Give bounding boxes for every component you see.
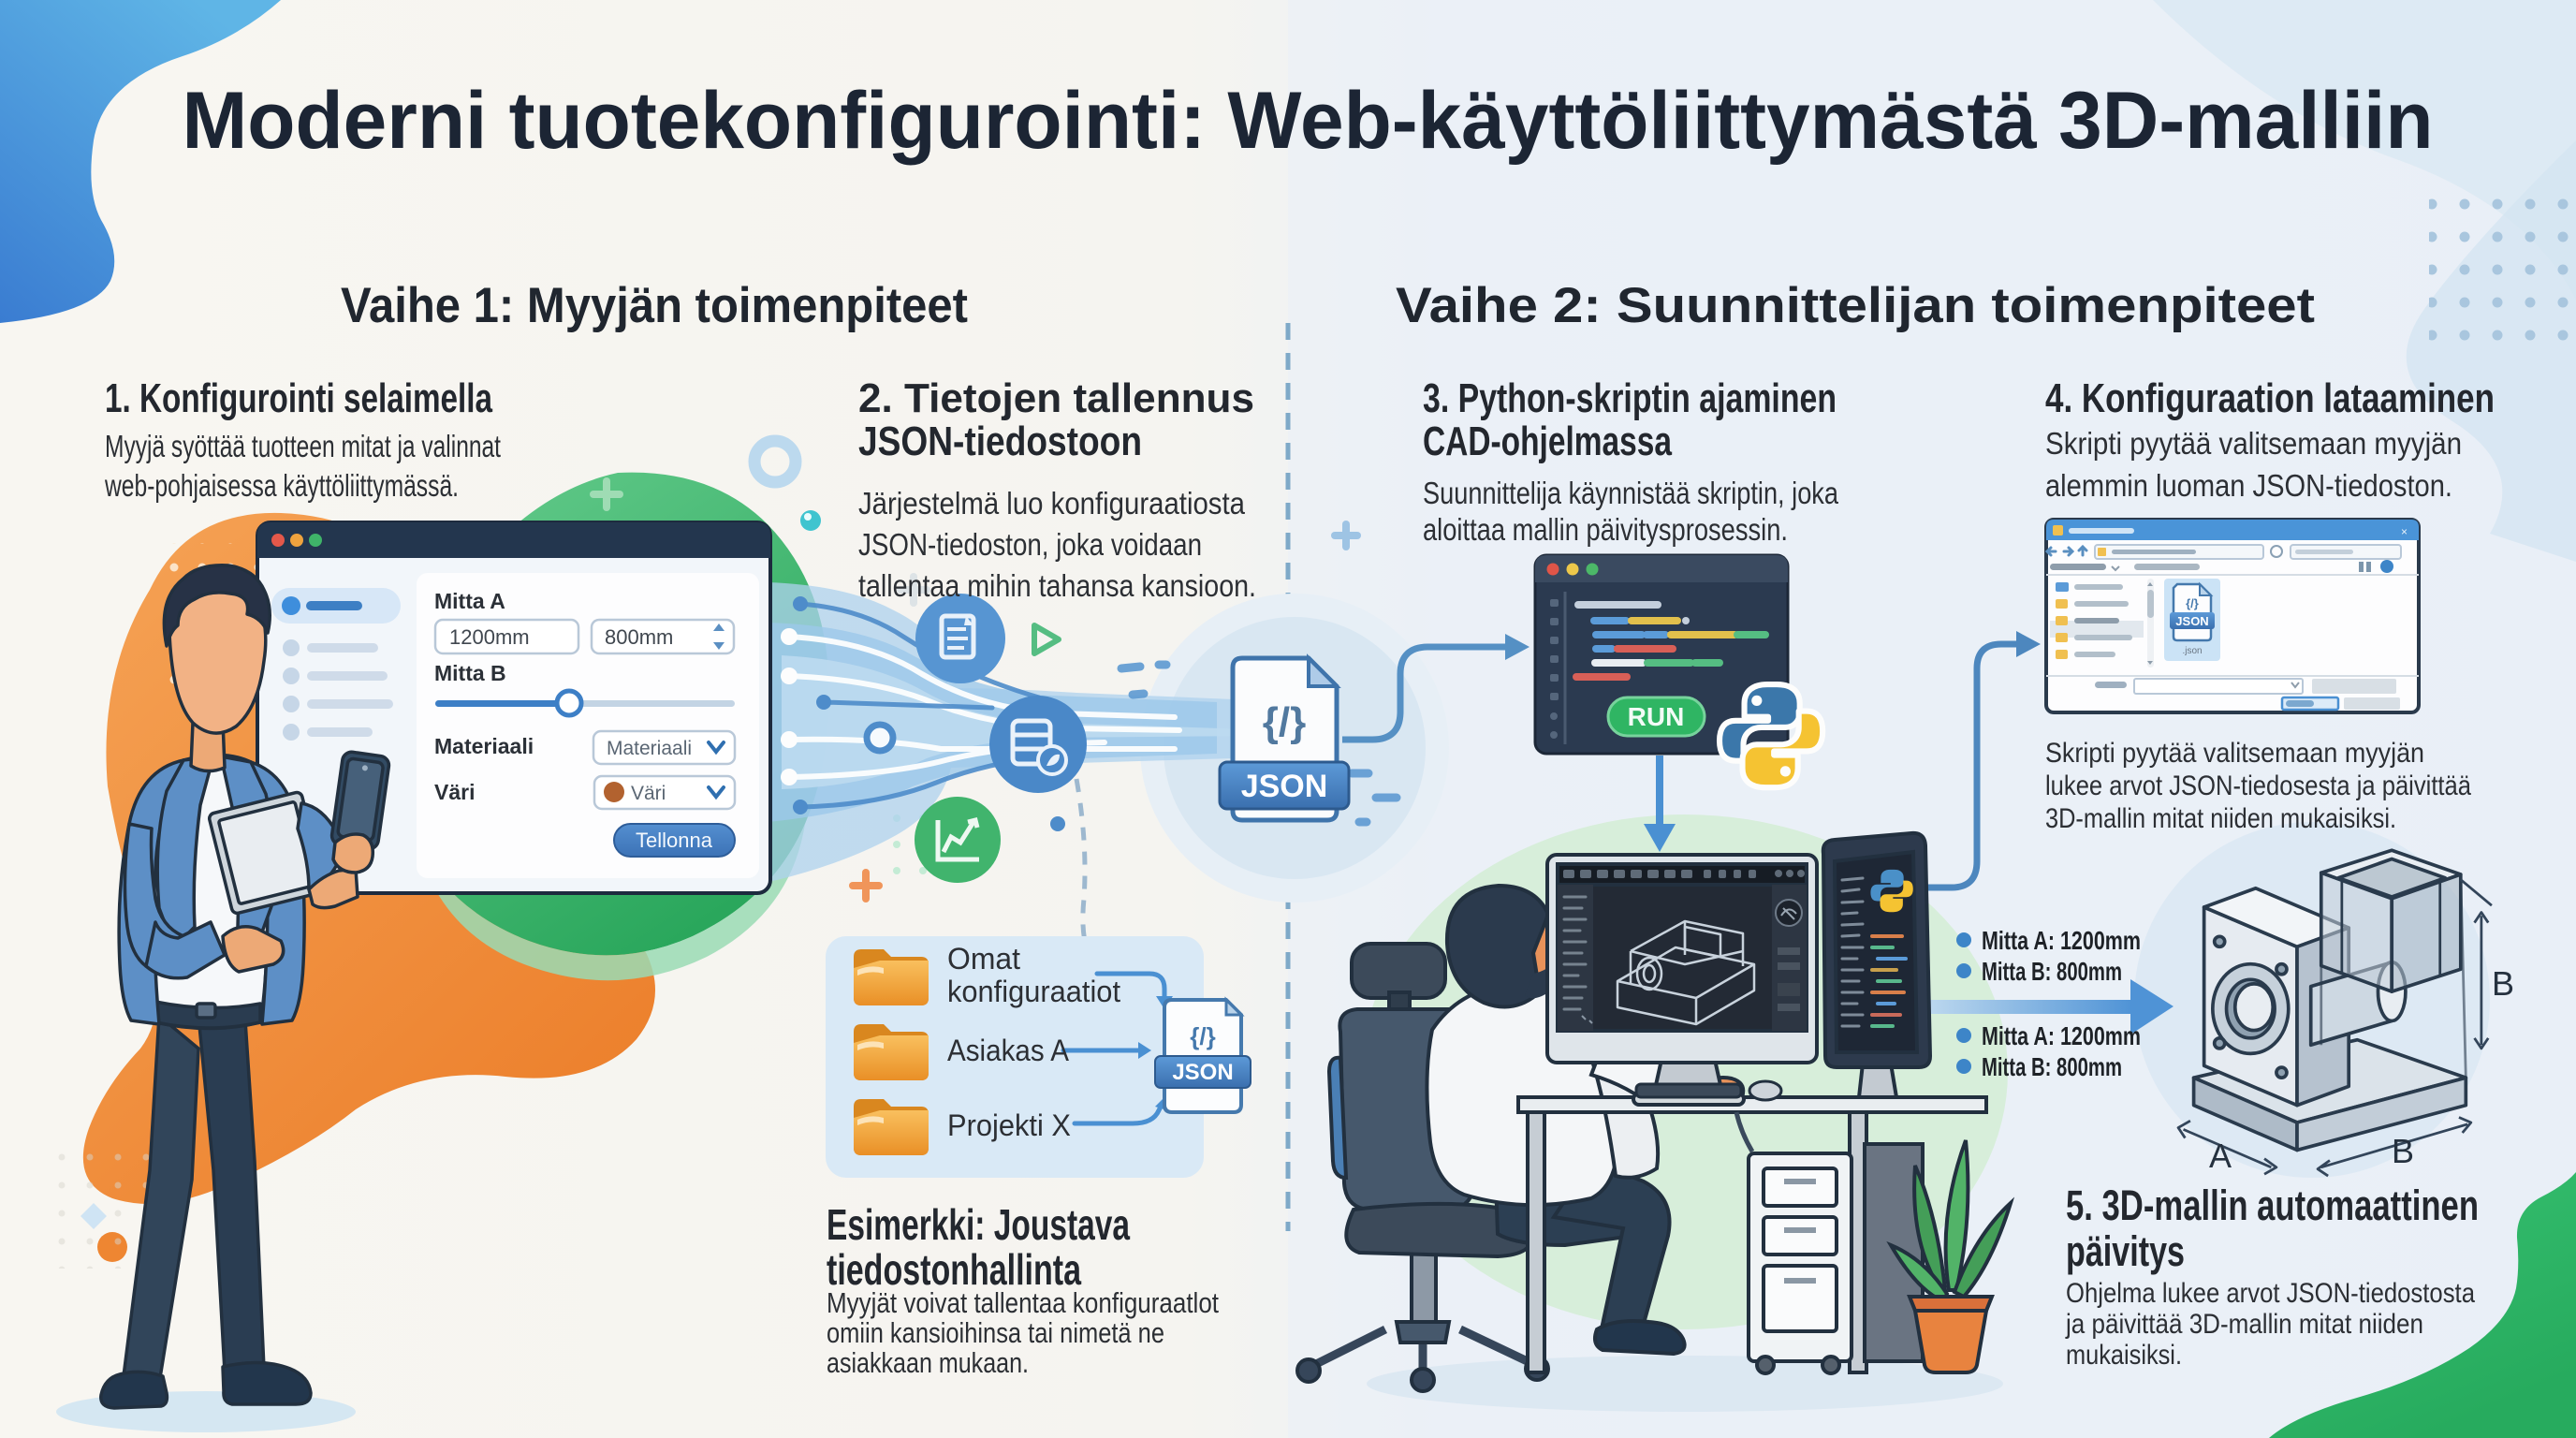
svg-text:Mitta A: 1200mm: Mitta A: 1200mm [1982, 1021, 2141, 1050]
svg-text:3D-mallin mitat niiden mukaisi: 3D-mallin mitat niiden mukaisiksi. [2045, 803, 2396, 834]
svg-text:Väri: Väri [434, 780, 475, 804]
svg-text:JSON: JSON [1241, 769, 1328, 804]
svg-text:Mitta A: Mitta A [434, 589, 505, 613]
svg-text:2. Tietojen tallennus: 2. Tietojen tallennus [858, 375, 1254, 421]
svg-text:Väri: Väri [631, 783, 666, 804]
svg-text:A: A [2209, 1137, 2232, 1175]
svg-text:Moderni tuotekonfigurointi: We: Moderni tuotekonfigurointi: Web-käyttöli… [183, 76, 2434, 166]
svg-text:{/}: {/} [1190, 1022, 1215, 1050]
svg-text:aloittaa mallin päivitysproses: aloittaa mallin päivitysprosessin. [1423, 512, 1788, 547]
svg-text:4. Konfiguraation lataaminen: 4. Konfiguraation lataaminen [2045, 375, 2495, 421]
svg-text:Vaihe 1: Myyjän toimenpiteet: Vaihe 1: Myyjän toimenpiteet [341, 278, 968, 333]
svg-text:Myyjät voivat tallentaa konfig: Myyjät voivat tallentaa konfiguraatlot [827, 1286, 1219, 1319]
svg-text:web-pohjaisessa käyttöliittymä: web-pohjaisessa käyttöliittymässä. [104, 468, 459, 503]
svg-text:Mitta B: 800mm: Mitta B: 800mm [1982, 957, 2122, 986]
svg-text:Suunnittelija käynnistää skrip: Suunnittelija käynnistää skriptin, joka [1423, 476, 1839, 510]
svg-text:CAD-ohjelmassa: CAD-ohjelmassa [1423, 418, 1672, 464]
svg-text:1. Konfigurointi selaimella: 1. Konfigurointi selaimella [105, 375, 492, 421]
svg-text:Esimerkki: Joustava: Esimerkki: Joustava [827, 1200, 1130, 1249]
svg-text:JSON: JSON [2175, 614, 2208, 628]
svg-text:konfiguraatiot: konfiguraatiot [947, 975, 1120, 1008]
svg-text:päivitys: päivitys [2066, 1227, 2185, 1275]
svg-text:Järjestelmä luo konfiguraatios: Järjestelmä luo konfiguraatiosta [858, 486, 1246, 521]
svg-text:Omat: Omat [947, 942, 1020, 976]
svg-text:mukaisiksi.: mukaisiksi. [2066, 1340, 2182, 1371]
svg-text:Myyjä syöttää tuotteen mitat j: Myyjä syöttää tuotteen mitat ja valinnat [105, 429, 501, 463]
svg-text:800mm: 800mm [605, 625, 673, 649]
svg-text:omiin kansioihinsa tai nimetä: omiin kansioihinsa tai nimetä ne [827, 1316, 1164, 1349]
svg-text:alemmin luoman JSON-tiedoston.: alemmin luoman JSON-tiedoston. [2045, 468, 2452, 503]
svg-text:Tellonna: Tellonna [636, 829, 713, 852]
svg-text:5. 3D-mallin automaattinen: 5. 3D-mallin automaattinen [2066, 1181, 2479, 1229]
svg-text:{/}: {/} [2186, 596, 2199, 610]
svg-text:JSON-tiedostoon: JSON-tiedostoon [858, 418, 1142, 464]
svg-text:lukee arvot JSON-tiedosesta ja: lukee arvot JSON-tiedosesta ja päivittää [2045, 770, 2471, 801]
svg-text:B: B [2392, 1132, 2414, 1170]
svg-text:tiedostonhallinta: tiedostonhallinta [827, 1245, 1081, 1294]
svg-text:ja päivittää 3D-mallin mitat n: ja päivittää 3D-mallin mitat niiden [2065, 1309, 2423, 1340]
svg-text:×: × [2401, 525, 2408, 538]
svg-text:tallentaa mihin tahansa kansio: tallentaa mihin tahansa kansioon. [858, 568, 1256, 603]
svg-text:3. Python-skriptin ajaminen: 3. Python-skriptin ajaminen [1423, 375, 1837, 421]
svg-text:JSON-tiedoston, joka voidaan: JSON-tiedoston, joka voidaan [858, 527, 1202, 562]
svg-text:Vaihe 2: Suunnittelijan toimen: Vaihe 2: Suunnittelijan toimenpiteet [1396, 278, 2315, 333]
svg-text:JSON: JSON [1172, 1060, 1233, 1085]
svg-text:1200mm: 1200mm [449, 625, 530, 649]
svg-text:Mitta A: 1200mm: Mitta A: 1200mm [1982, 926, 2141, 955]
svg-text:Materiaali: Materiaali [434, 734, 534, 758]
svg-text:Ohjelma lukee arvot JSON-tiedo: Ohjelma lukee arvot JSON-tiedostosta [2066, 1278, 2475, 1309]
svg-text:Asiakas A: Asiakas A [947, 1034, 1070, 1067]
svg-text:Skripti pyytää valitsemaan myy: Skripti pyytää valitsemaan myyjän [2045, 426, 2462, 461]
svg-text:B: B [2492, 964, 2514, 1003]
svg-text:Materiaali: Materiaali [607, 738, 692, 759]
svg-text:{/}: {/} [1263, 699, 1306, 745]
svg-text:Projekti X: Projekti X [947, 1108, 1071, 1142]
svg-text:Mitta B: Mitta B [434, 661, 506, 685]
svg-text:.json: .json [2182, 646, 2202, 656]
svg-text:Skripti pyytää valitsemaan myy: Skripti pyytää valitsemaan myyjän [2045, 738, 2424, 769]
svg-text:RUN: RUN [1628, 702, 1685, 731]
svg-text:asiakkaan mukaan.: asiakkaan mukaan. [827, 1346, 1029, 1379]
svg-text:Mitta B: 800mm: Mitta B: 800mm [1982, 1052, 2122, 1081]
